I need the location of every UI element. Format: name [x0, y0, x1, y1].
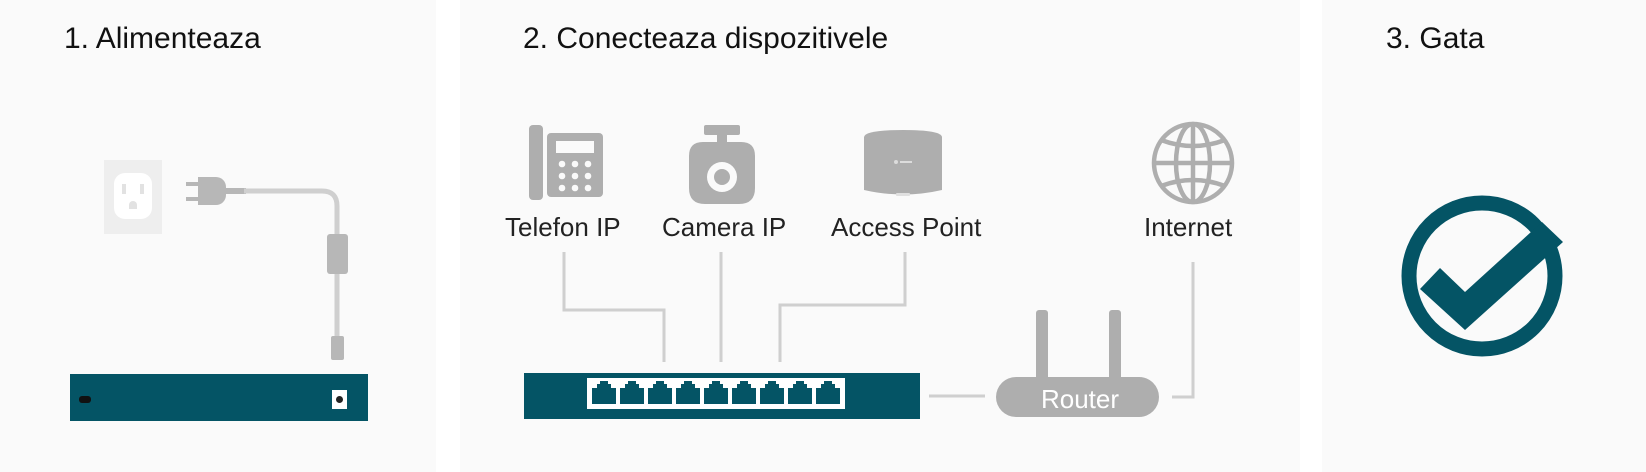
- step-2-title: 2. Conecteaza dispozitivele: [523, 22, 889, 55]
- ethernet-port: [816, 381, 840, 404]
- ip-camera-icon: [689, 125, 755, 204]
- power-plug-icon: [186, 177, 246, 205]
- power-cable: [244, 188, 340, 350]
- ip-phone-icon: [529, 125, 603, 200]
- access-point-label: Access Point: [831, 212, 982, 242]
- router-icon: [996, 310, 1159, 417]
- ethernet-port: [704, 381, 728, 404]
- ethernet-port: [620, 381, 644, 404]
- power-connector: [331, 336, 344, 360]
- ip-phone-label: Telefon IP: [505, 212, 621, 242]
- power-adapter: [327, 234, 348, 274]
- connection-lines: [562, 252, 1195, 399]
- ethernet-port: [592, 381, 616, 404]
- switch-ports: [592, 381, 840, 404]
- access-point-icon: [864, 130, 942, 196]
- ethernet-port: [648, 381, 672, 404]
- ethernet-port: [788, 381, 812, 404]
- ethernet-port: [676, 381, 700, 404]
- step-3-title: 3. Gata: [1386, 22, 1485, 55]
- ethernet-port: [732, 381, 756, 404]
- wall-outlet-icon: [104, 160, 162, 234]
- checkmark-icon: [1401, 195, 1563, 357]
- globe-icon: [1151, 121, 1235, 205]
- switch-rear-panel: [70, 374, 368, 421]
- ethernet-port: [760, 381, 784, 404]
- step-1-title: 1. Alimenteaza: [64, 22, 261, 55]
- step-3-panel: [1322, 0, 1646, 472]
- ip-camera-label: Camera IP: [662, 212, 787, 242]
- internet-label: Internet: [1144, 212, 1233, 242]
- router-label: Router: [1041, 384, 1119, 414]
